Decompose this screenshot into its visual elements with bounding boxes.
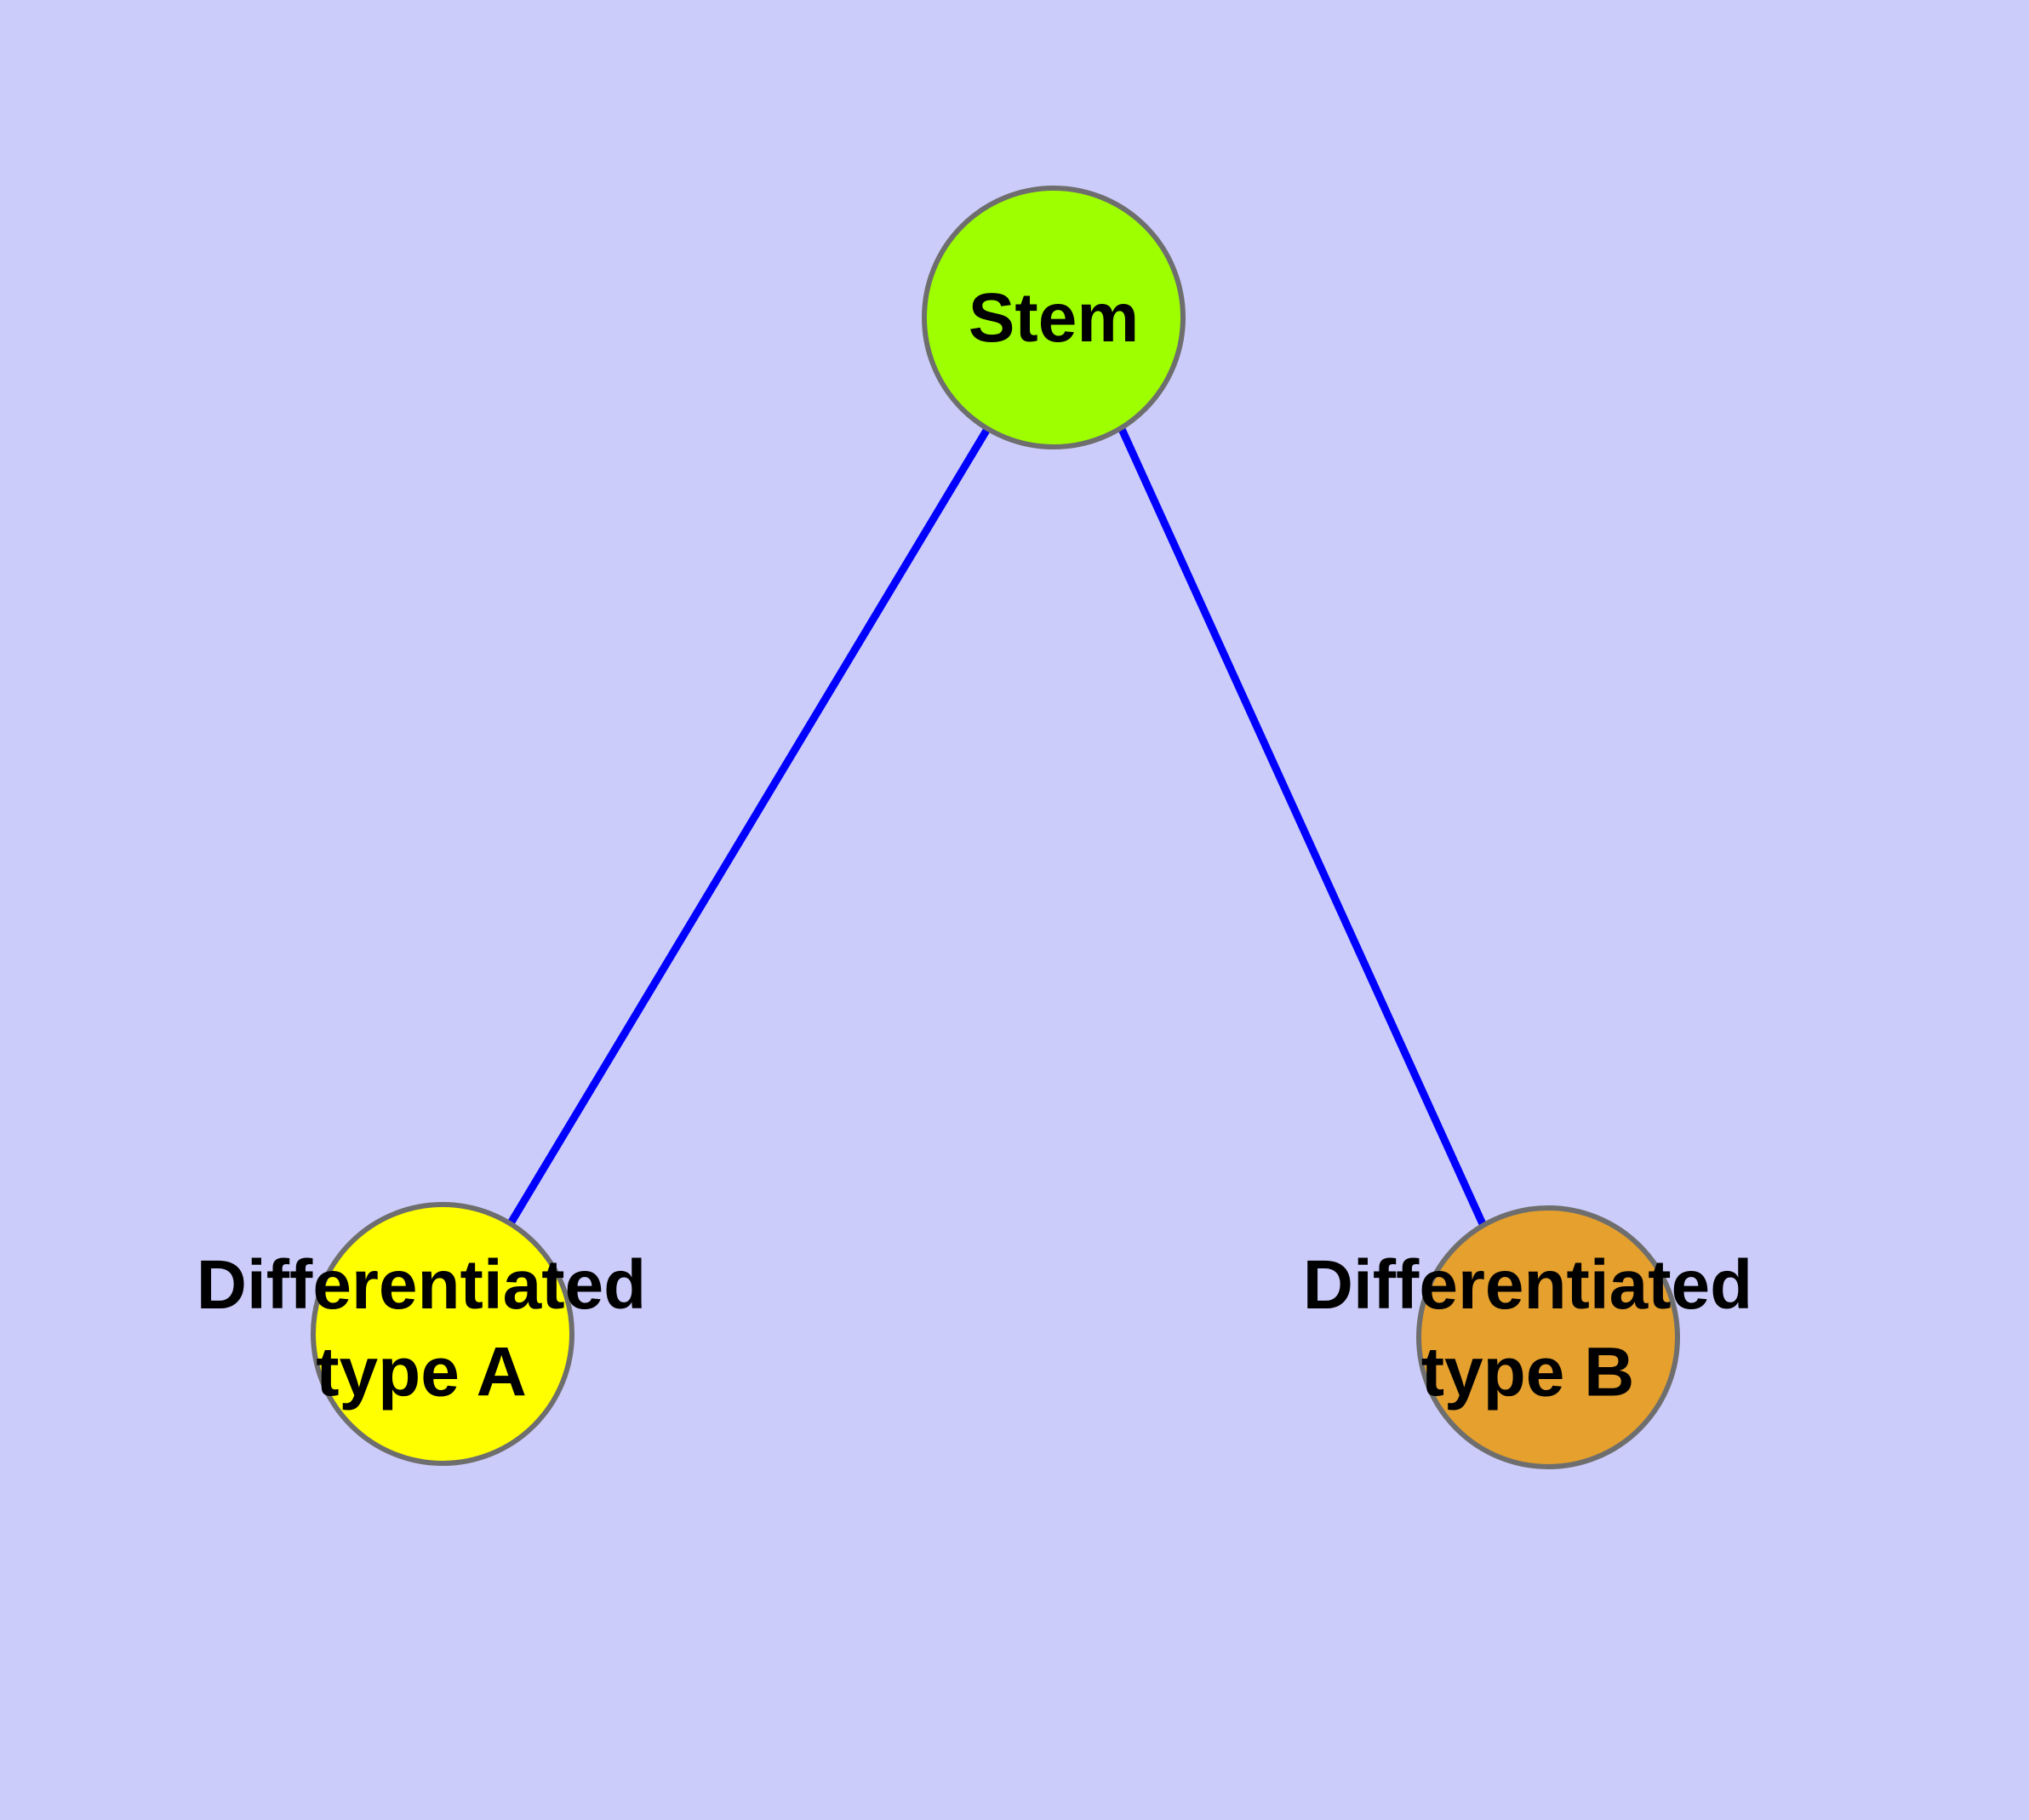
- node-label-diff_b: Differentiated type B: [1303, 1245, 1753, 1411]
- node-label-line: type A: [316, 1333, 527, 1411]
- node-label-diff_a: Differentiated type A: [197, 1245, 647, 1411]
- graph-edge[interactable]: [507, 426, 991, 1226]
- node-label-line: type B: [1421, 1333, 1635, 1411]
- graph-edge[interactable]: [1117, 427, 1488, 1228]
- graph-node-stem[interactable]: [922, 186, 1186, 449]
- nodes-layer: [311, 186, 1680, 1469]
- edges-layer: [507, 426, 1488, 1228]
- node-label-stem: Stem: [969, 279, 1140, 357]
- graph-node-diff_b[interactable]: [1416, 1205, 1680, 1469]
- node-label-line: Differentiated: [197, 1245, 647, 1323]
- node-label-line: Stem: [969, 279, 1140, 357]
- graph-node-diff_a[interactable]: [311, 1202, 574, 1466]
- node-label-line: Differentiated: [1303, 1245, 1753, 1323]
